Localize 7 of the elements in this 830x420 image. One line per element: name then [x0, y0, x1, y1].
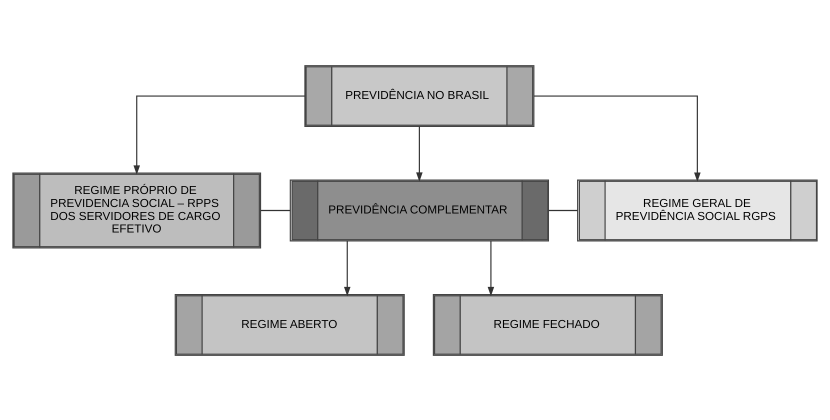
arrow	[344, 240, 351, 296]
arrow	[488, 240, 494, 296]
arrow	[416, 126, 423, 182]
connector	[260, 209, 290, 211]
arrow	[133, 94, 305, 174]
arrow	[534, 94, 701, 182]
connector	[548, 209, 578, 211]
